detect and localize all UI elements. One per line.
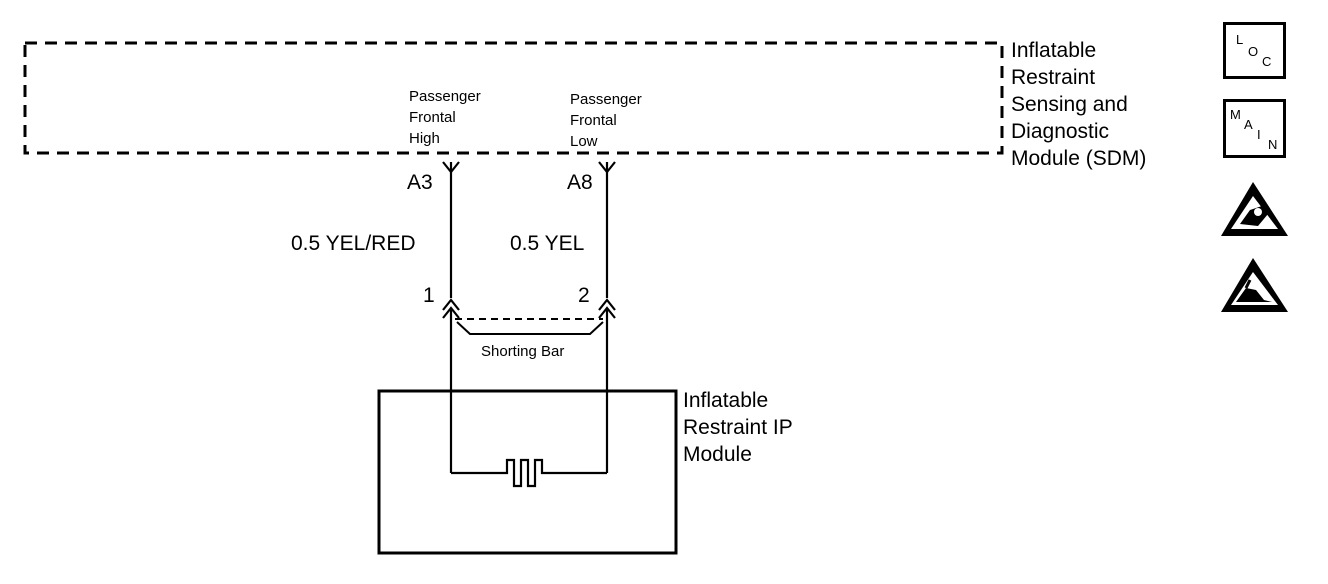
sdm-title: Inflatable Restraint Sensing and Diagnos… — [1011, 39, 1147, 170]
ip-module-title: Inflatable Restraint IP Module — [683, 389, 793, 466]
shorting-bar-label: Shorting Bar — [481, 343, 565, 360]
terminal-a3-label: A3 — [407, 171, 433, 194]
pin-2-label: 2 — [578, 284, 590, 307]
loc-icon: L O C — [1223, 22, 1286, 79]
pin-1-label: 1 — [423, 284, 435, 307]
wire-a3-label: 0.5 YEL/RED — [291, 232, 416, 255]
ip-module-outline — [377, 389, 678, 555]
terminal-a8-label: A8 — [567, 171, 593, 194]
passenger-frontal-low-label: Passenger Frontal Low — [570, 91, 642, 150]
shorting-bar — [455, 318, 604, 335]
esd-warning-icon — [1221, 258, 1288, 312]
wire-a8-label: 0.5 YEL — [510, 232, 585, 255]
squib-element — [451, 458, 607, 488]
passenger-frontal-high-label: Passenger Frontal High — [409, 88, 481, 147]
esd-warning-icon — [1221, 182, 1288, 236]
sdm-module-outline — [23, 41, 1004, 155]
main-icon: M A I N — [1223, 99, 1286, 158]
circuit-a8-wire — [598, 161, 616, 473]
circuit-a3-wire — [442, 161, 460, 473]
